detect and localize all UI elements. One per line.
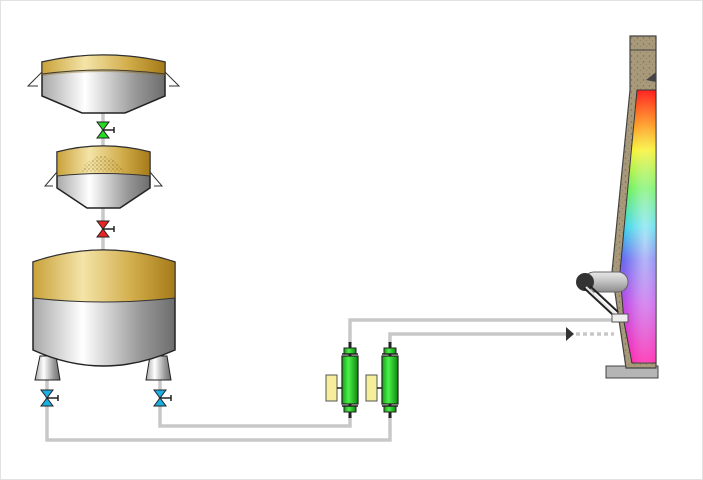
flow-meter-icon[interactable] <box>325 342 359 418</box>
valve-icon[interactable] <box>96 121 115 139</box>
storage-tank[interactable] <box>32 249 176 381</box>
valve-icon[interactable] <box>96 220 115 238</box>
lance[interactable] <box>576 271 629 323</box>
valve-icon[interactable] <box>40 389 59 407</box>
middle-hopper[interactable] <box>43 145 164 209</box>
upper-hopper[interactable] <box>26 54 181 114</box>
arrow-right-icon <box>566 327 614 341</box>
valve-icon[interactable] <box>153 389 172 407</box>
pipe-network <box>45 113 612 442</box>
flow-meter-icon[interactable] <box>365 342 399 418</box>
furnace[interactable] <box>605 35 659 379</box>
